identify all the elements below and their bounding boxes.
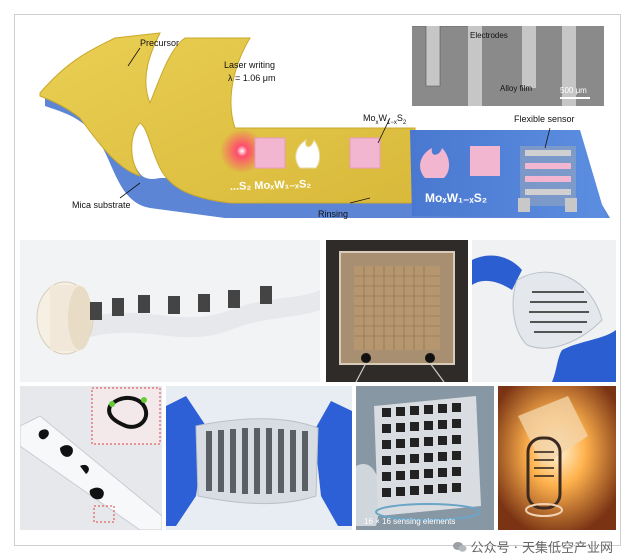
photo-stretched-sensor — [166, 386, 352, 530]
laser-writing-label: Laser writing — [224, 60, 276, 70]
wechat-icon — [452, 542, 467, 552]
precursor-label: Precursor — [140, 38, 180, 48]
sem-inset: Electrodes Alloy film 500 μm — [412, 26, 604, 106]
film-text-1: ...S₂ MoₓW₁₋ₓS₂ — [230, 178, 312, 193]
flexible-sensor-label: Flexible sensor — [514, 114, 575, 124]
photo-grid-cylinder: 16 × 16 sensing elements — [356, 386, 494, 530]
pink-square-1 — [254, 137, 286, 169]
flame-pattern-2 — [420, 148, 450, 178]
flexible-sensor-pattern — [518, 146, 577, 212]
photo-square-sensor — [326, 240, 468, 382]
photo-tape-roll — [20, 240, 320, 382]
watermark-text: 公众号 · 天集低空产业网 — [470, 541, 613, 556]
precursor-film — [39, 32, 416, 204]
pink-square-3 — [470, 146, 500, 176]
photo-patterned-strip — [20, 386, 162, 530]
watermark: 公众号 · 天集低空产业网 — [452, 537, 613, 556]
schematic-panel: ...S₂ MoₓW₁₋ₓS₂ MoₓW₁₋ₓS₂ Electrodes All… — [20, 18, 616, 236]
moxw-label: MoxW1−xS2 — [363, 113, 407, 126]
pink-square-2 — [349, 137, 381, 169]
mica-substrate-label: Mica substrate — [72, 200, 131, 210]
film-text-2: MoₓW₁₋ₓS₂ — [425, 191, 487, 205]
schematic-illustration: ...S₂ MoₓW₁₋ₓS₂ MoₓW₁₋ₓS₂ — [39, 32, 610, 218]
flame-pattern-1 — [295, 138, 321, 169]
electrodes-label: Electrodes — [470, 31, 508, 40]
scale-bar-label: 500 μm — [560, 86, 587, 95]
alloy-film-label: Alloy film — [500, 84, 533, 93]
sensing-elements-caption: 16 × 16 sensing elements — [364, 517, 456, 526]
photo-bent-sensor — [472, 240, 616, 382]
wavelength-label: λ = 1.06 μm — [228, 73, 276, 83]
photo-flame-test — [498, 386, 616, 530]
rinsing-label: Rinsing — [318, 209, 349, 219]
laser-spot — [220, 129, 264, 173]
